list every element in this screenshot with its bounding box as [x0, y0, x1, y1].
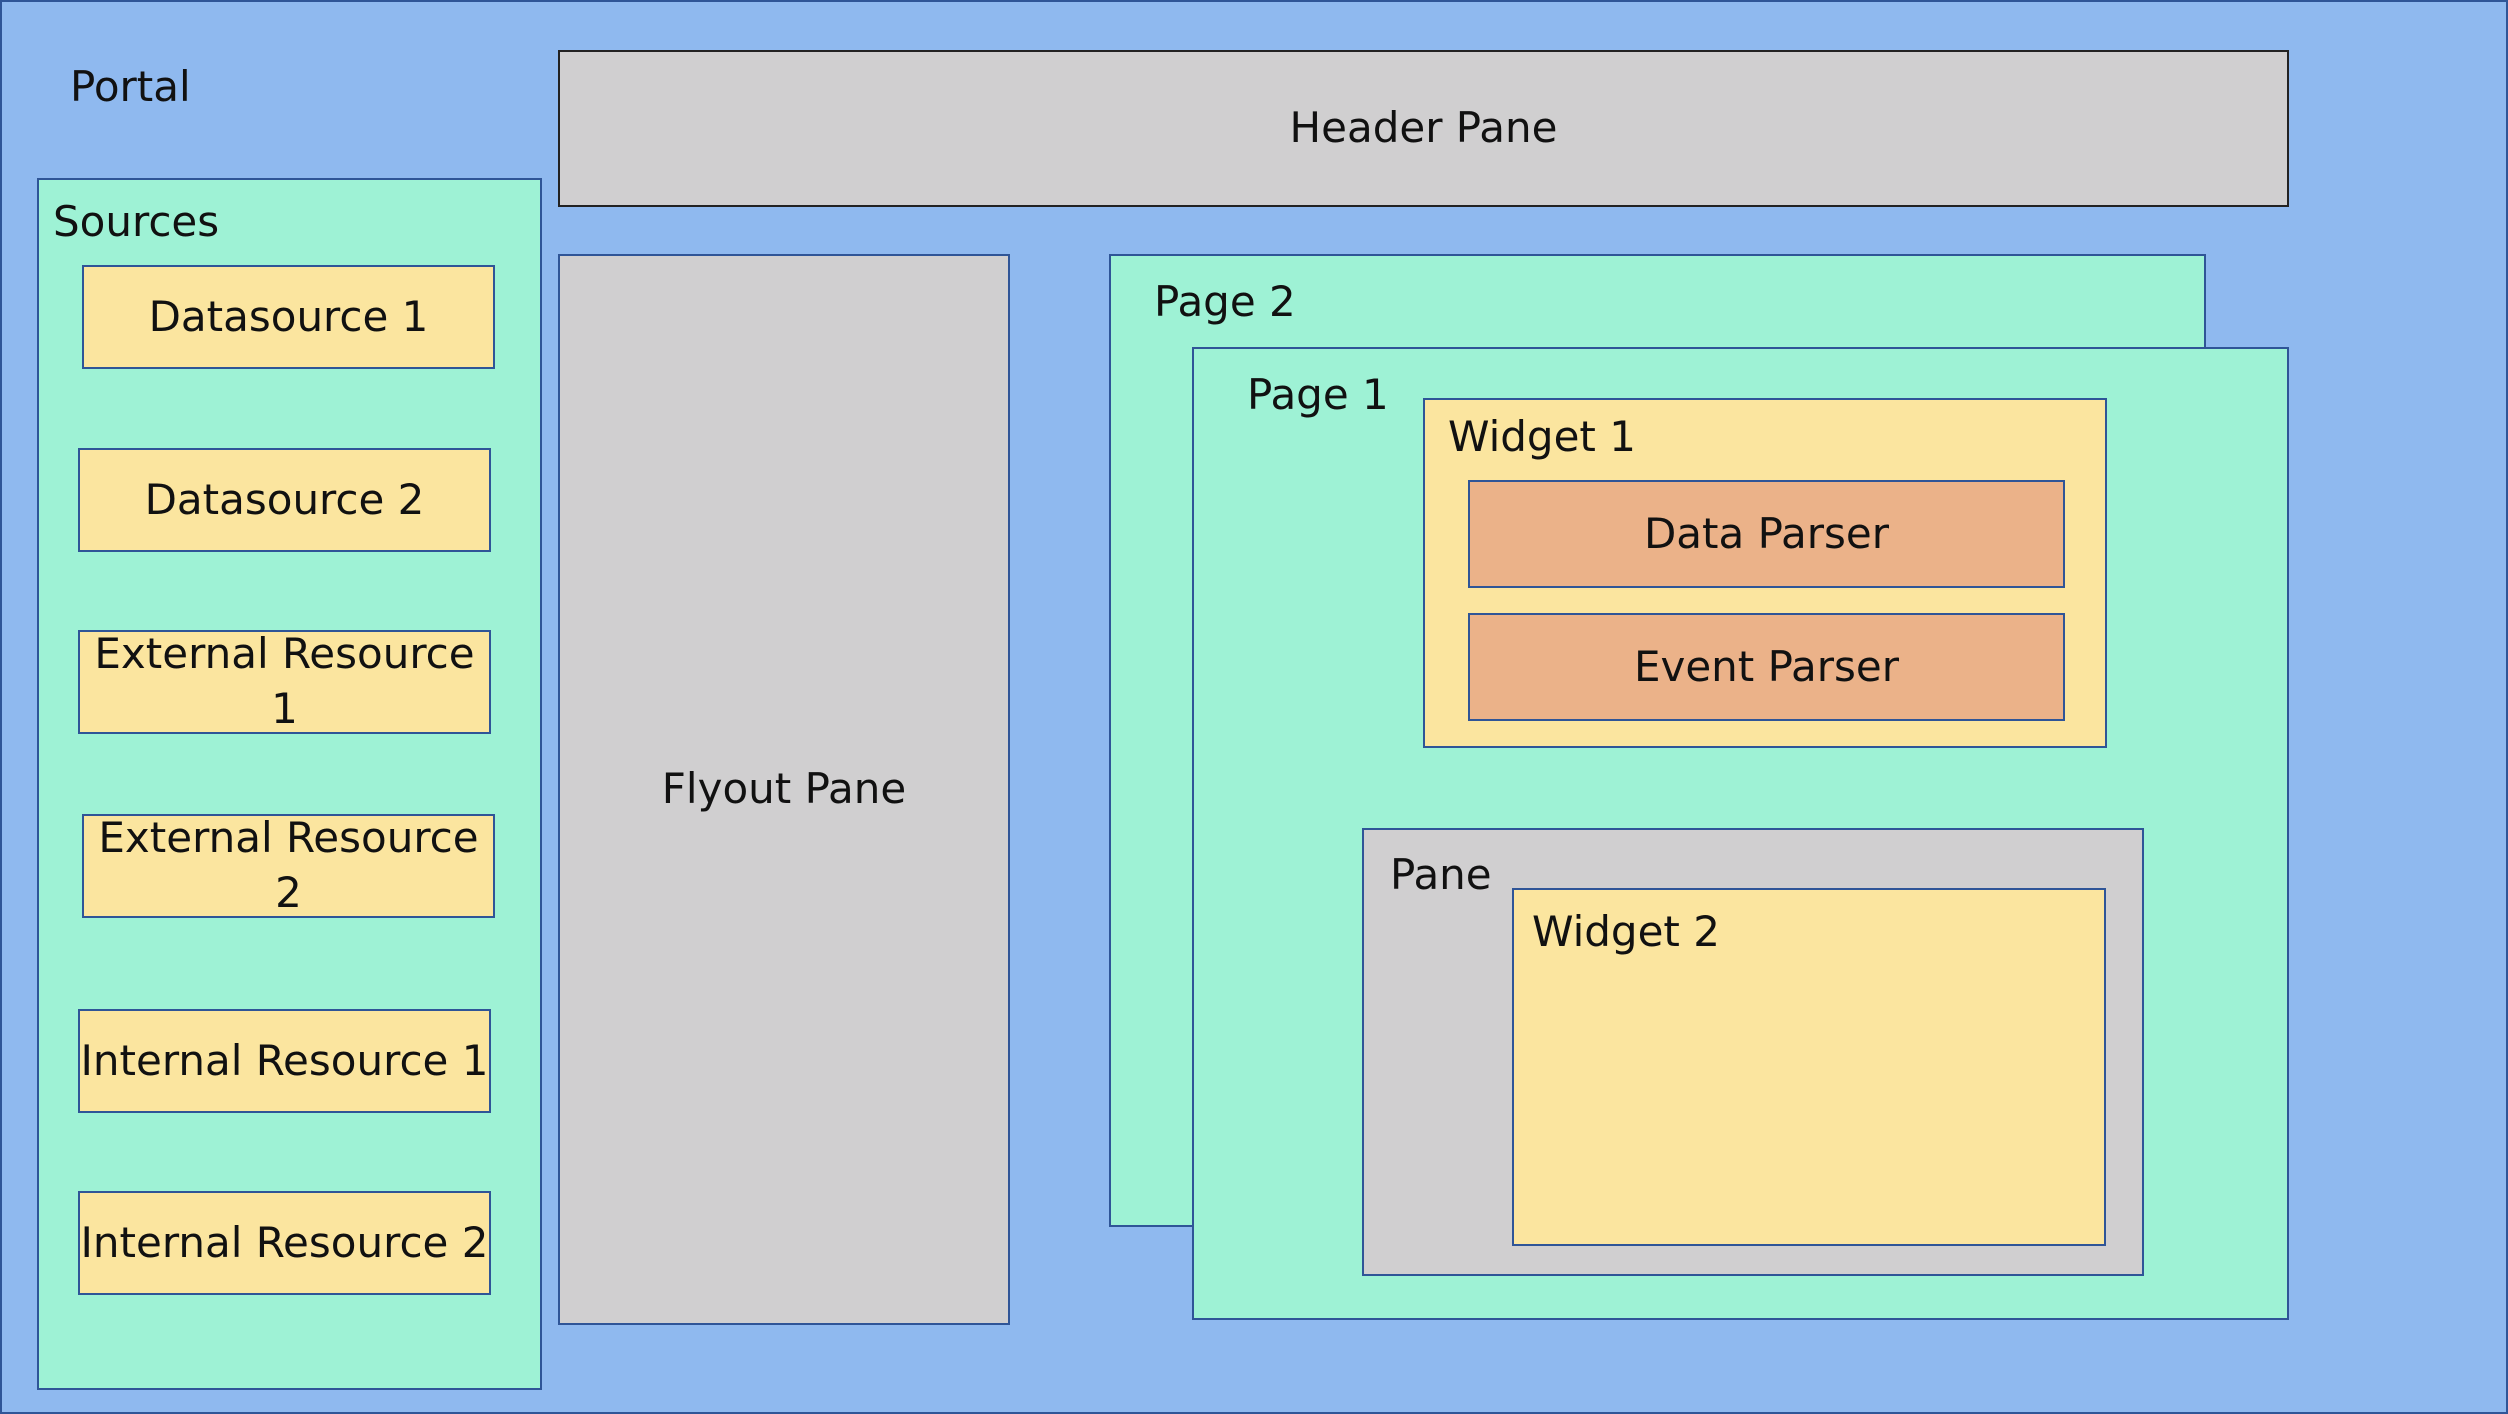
header-pane: Header Pane [558, 50, 2289, 207]
data-parser-box: Data Parser [1468, 480, 2065, 588]
portal-label: Portal [70, 62, 191, 111]
event-parser-box: Event Parser [1468, 613, 2065, 721]
pane-label: Pane [1390, 850, 1492, 899]
source-item-external-resource-1: External Resource 1 [78, 629, 491, 734]
sources-container [37, 178, 542, 1390]
source-item-datasource-2: Datasource 2 [78, 448, 491, 552]
widget-2-label: Widget 2 [1532, 907, 1720, 956]
source-item-datasource-1: Datasource 1 [82, 265, 495, 369]
widget-1-label: Widget 1 [1448, 412, 1636, 461]
page-1-label: Page 1 [1247, 370, 1389, 419]
flyout-pane: Flyout Pane [558, 254, 1010, 1325]
source-item-internal-resource-2: Internal Resource 2 [78, 1191, 491, 1295]
source-item-internal-resource-1: Internal Resource 1 [78, 1009, 491, 1113]
page-2-label: Page 2 [1154, 277, 1296, 326]
widget-2-container [1512, 888, 2106, 1246]
sources-label: Sources [53, 197, 220, 246]
source-item-external-resource-2: External Resource 2 [82, 813, 495, 918]
